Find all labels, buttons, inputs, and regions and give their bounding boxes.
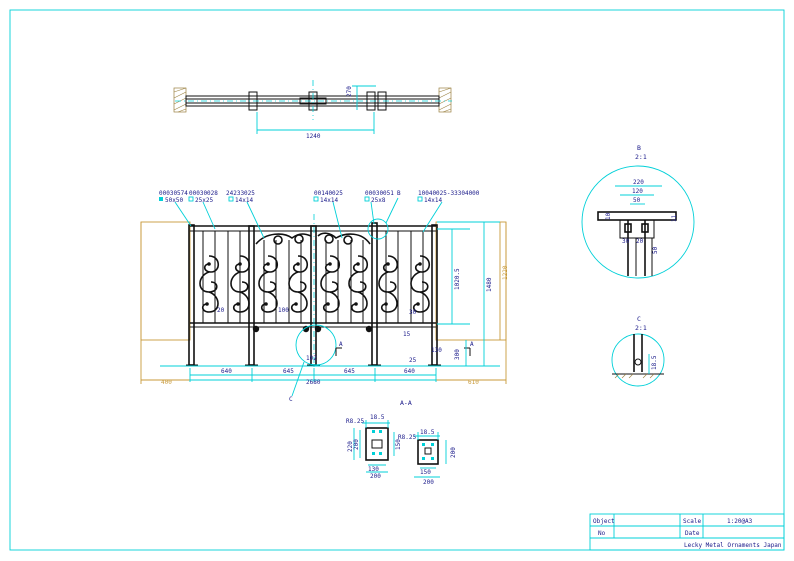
part-size-2: 25x25 [195,197,213,204]
part-code-6: 10040025-33304000 [418,190,480,197]
aa-left-dtop: 18.5 [370,414,385,421]
detail-b-dim-30: 30 [622,238,630,245]
detail-b-scale: 2:1 [635,153,647,161]
section-a-marker-left: A [339,341,343,348]
aa-right-radius: R8.25 [398,434,416,441]
dim-15: 15 [403,331,411,338]
title-no-label: No [598,530,606,537]
detail-b-dim-11: 11 [671,214,678,222]
dim-right-ext: 610 [468,379,479,386]
section-aa: A-A R8.25 18.5 220 200 150 130 200 R8.25 [346,399,457,486]
aa-left-side2: 200 [353,439,360,450]
dim-left-ext: 400 [161,379,172,386]
part-code-1: 00030574 [159,190,188,197]
dim-height-outer: 1220 [502,265,509,280]
title-scale-label: Scale [683,518,701,525]
aa-left-radius: R8.25 [346,418,364,425]
plan-dim-depth: 270 [346,86,353,97]
part-size-6: 14x14 [424,197,442,204]
part-code-2: 00030028 [189,190,218,197]
part-size-1: 50x50 [165,197,183,204]
aa-right-dtop: 18.5 [420,429,435,436]
dim-foot: 300 [454,349,461,360]
front-view: 400 610 1220 [140,190,509,403]
dim-total: 2680 [306,379,321,386]
part-size-5: 25x8 [371,197,386,204]
detail-b-dim-50b: 50 [652,246,659,254]
detail-b: B 2:1 220 120 50 10 30 20 50 11 [581,144,695,279]
aa-left-bot2: 200 [370,473,381,480]
dim-seg3: 645 [344,368,355,375]
dim-seg1: 640 [221,368,232,375]
dim-height-inner: 1020.5 [454,268,461,290]
title-block: Object No Scale 1:20@A3 Date Lecky Metal… [589,513,785,551]
detail-c: C 2:1 18.5 [611,315,665,387]
detail-c-dim: 18.5 [651,355,658,370]
detail-b-dim-50: 50 [633,197,641,204]
detail-b-dim-20: 20 [636,238,644,245]
dim-100: 100 [278,307,289,314]
part-size-3: 14x14 [235,197,253,204]
title-object-label: Object [593,518,615,525]
dim-seg4: 640 [404,368,415,375]
plan-dim-width: 1240 [306,133,321,140]
aa-left-side1: 220 [347,441,354,452]
aa-left-side3: 150 [395,439,402,450]
dim-30: 30 [409,309,417,316]
detail-b-dim-120: 120 [632,188,643,195]
sheet-border [9,9,785,551]
dim-130: 130 [431,347,442,354]
aa-right-bot1: 150 [420,469,431,476]
detail-b-dim-10: 10 [605,212,612,220]
detail-b-dim-220: 220 [633,179,644,186]
plan-view: 1240 270 [173,80,452,140]
title-scale-value: 1:20@A3 [727,518,753,525]
aa-right-side: 200 [450,447,457,458]
aa-left-bot1: 130 [368,466,379,473]
section-aa-label: A-A [400,399,412,407]
detail-c-label: C [637,315,641,323]
title-company: Lecky Metal Ornaments Japan [684,542,782,549]
part-code-4: 00140025 [314,190,343,197]
dim-height-total: 1480 [486,277,493,292]
part-code-5: 00030051 [365,190,394,197]
part-size-4: 14x14 [320,197,338,204]
detail-b-label: B [637,144,641,152]
dim-25: 25 [409,357,417,364]
dim-seg2: 645 [283,368,294,375]
title-date-label: Date [685,530,700,537]
aa-right-bot2: 200 [423,479,434,486]
callout-c-label: C [289,396,293,403]
callout-b-label: B [397,190,401,197]
dim-20: 20 [217,307,225,314]
dim-102: 102 [306,355,317,362]
detail-c-scale: 2:1 [635,324,647,332]
section-a-marker-right: A [470,341,474,348]
part-code-3: 24233025 [226,190,255,197]
